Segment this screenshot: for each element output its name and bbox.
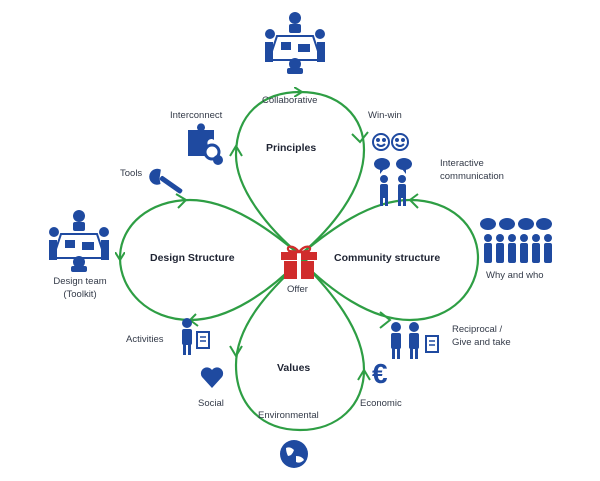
label-collaborative: Collaborative	[262, 95, 318, 106]
label-interconnect: Interconnect	[170, 110, 223, 121]
arrowhead-bottom-left	[229, 345, 243, 358]
arrowhead-top-right	[351, 131, 369, 144]
top-lobe-left-arc	[234, 92, 300, 256]
label-economic: Economic	[360, 398, 402, 409]
label-why-and-who: Why and who	[486, 270, 544, 281]
meeting-table-icon-left	[49, 210, 109, 272]
puzzle-gears-icon	[188, 123, 223, 165]
arrowhead-right-bottom	[379, 311, 392, 329]
label-tools: Tools	[120, 168, 143, 179]
smiley-faces-icon	[372, 133, 409, 151]
label-design-team-line2: (Toolkit)	[63, 289, 97, 300]
label-interactive-line1: Interactive	[440, 158, 484, 169]
meeting-table-icon-top	[265, 12, 325, 74]
arrowhead-bottom-right	[357, 368, 371, 381]
person-clipboard-icon	[182, 318, 210, 355]
top-lobe-right-arc	[299, 90, 366, 256]
lobe-title-community-structure: Community structure	[334, 252, 441, 264]
right-lobe-lower-arc	[300, 258, 480, 322]
lobe-title-values: Values	[277, 362, 311, 374]
label-interactive-line2: communication	[440, 171, 504, 182]
gift-icon	[281, 245, 317, 279]
label-environmental: Environmental	[258, 410, 319, 421]
center-label-offer: Offer	[287, 284, 308, 295]
arrowhead-right-top	[408, 193, 419, 209]
bottom-lobe-left-arc	[234, 261, 301, 432]
label-reciprocal-line2: Give and take	[452, 337, 511, 348]
label-reciprocal-line1: Reciprocal /	[452, 324, 503, 335]
people-exchange-icon	[391, 322, 439, 359]
globe-icon	[280, 440, 308, 468]
label-activities: Activities	[126, 334, 164, 345]
heart-icon	[200, 367, 224, 388]
lobe-title-design-structure: Design Structure	[150, 252, 235, 264]
arrowhead-top-left	[229, 144, 243, 157]
wrench-icon	[149, 168, 183, 194]
crowd-speech-icon	[480, 218, 552, 263]
label-design-team-line1: Design team	[53, 276, 107, 287]
left-lobe-lower-arc	[118, 257, 299, 322]
label-social: Social	[198, 398, 224, 409]
lobe-title-principles: Principles	[266, 142, 317, 154]
label-win-win: Win-win	[368, 110, 402, 121]
euro-icon: €	[372, 358, 388, 389]
left-lobe-upper-arc	[120, 198, 301, 258]
arrowhead-left-top	[175, 193, 188, 209]
people-speech-icon	[374, 158, 412, 206]
